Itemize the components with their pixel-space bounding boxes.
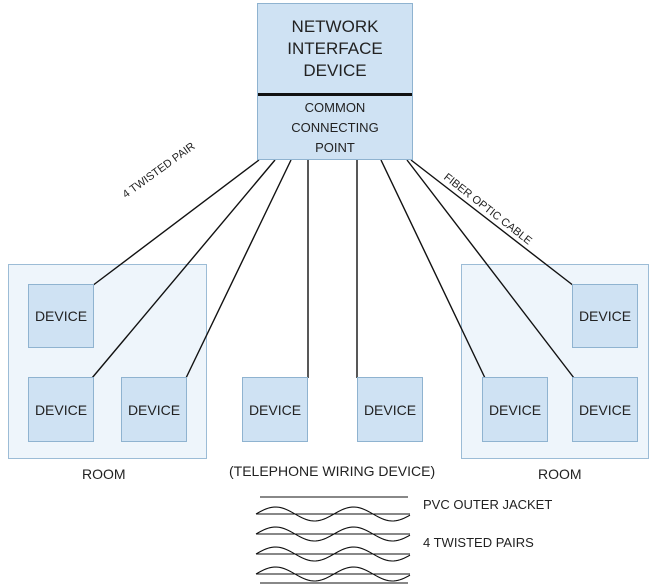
telephone-wiring-device-label: (TELEPHONE WIRING DEVICE) <box>229 463 436 479</box>
nid-title: NETWORK INTERFACE DEVICE <box>287 16 383 80</box>
room-left-label: ROOM <box>82 466 126 482</box>
nid-divider <box>258 93 412 96</box>
pair-1-wire-b <box>255 506 411 522</box>
four-twisted-pairs-label: 4 TWISTED PAIRS <box>423 535 534 550</box>
device-right-bottom-2: DEVICE <box>572 377 638 442</box>
device-center-1: DEVICE <box>242 377 308 442</box>
wire-to-device-3 <box>185 159 292 379</box>
wire-to-device-1 <box>91 159 260 287</box>
common-connecting-point: COMMON CONNECTING POINT <box>291 99 379 155</box>
pvc-outer-jacket-label: PVC OUTER JACKET <box>423 497 553 512</box>
network-interface-device: NETWORK INTERFACE DEVICE COMMON CONNECTI… <box>257 3 413 160</box>
pair-3-wire-b <box>255 546 411 562</box>
device-right-bottom-1: DEVICE <box>482 377 548 442</box>
device-left-bottom-1: DEVICE <box>28 377 94 442</box>
device-left-bottom-2: DEVICE <box>121 377 187 442</box>
pair-4-wire-b <box>255 566 411 582</box>
device-right-top: DEVICE <box>572 284 638 348</box>
twisted-pair-cable-illustration <box>255 496 411 584</box>
wire-to-device-7 <box>406 159 575 379</box>
device-center-2: DEVICE <box>357 377 423 442</box>
room-right-label: ROOM <box>538 466 582 482</box>
wire-to-device-6 <box>380 159 486 379</box>
pair-2-wire-b <box>255 526 411 542</box>
device-left-top: DEVICE <box>28 284 94 348</box>
wire-to-device-8 <box>410 159 575 287</box>
wire-to-device-2 <box>91 159 276 379</box>
